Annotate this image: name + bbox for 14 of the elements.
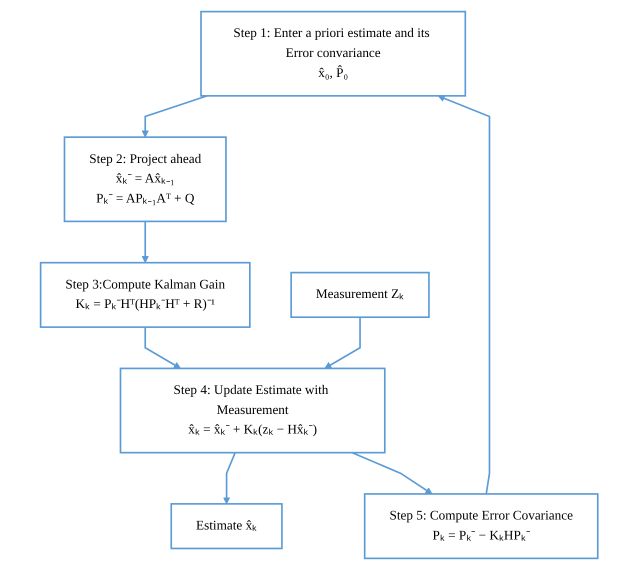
- arrow: [144, 326, 181, 368]
- node-box: Step 1: Enter a priori estimate and its Error convariance x̂₀, P̂₀: [200, 10, 466, 96]
- arrow: [222, 452, 236, 504]
- arrow: [141, 94, 208, 137]
- arrow: [141, 220, 149, 263]
- arrow: [324, 316, 361, 368]
- node-box: Step 4: Update Estimate with Measurement x̂ₖ = x̂ₖ⁻ + Kₖ(zₖ − Hx̂ₖ⁻): [119, 367, 386, 453]
- node-box: Measurement Zₖ: [290, 271, 430, 318]
- node-box: Step 5: Compute Error Covariance Pₖ = Pₖ⁻ − KₖHPₖ⁻: [364, 492, 598, 559]
- arrow: [351, 451, 432, 494]
- node-box: Estimate x̂ₖ: [170, 502, 283, 549]
- node-box: Step 2: Project ahead x̂ₖ⁻ = Ax̂ₖ₋₁ Pₖ⁻ = APₖ₋₁Aᵀ + Q: [63, 136, 227, 222]
- node-box: Step 3:Compute Kalman Gain Kₖ = Pₖ⁻Hᵀ(HPₖ⁻Hᵀ + R)⁻¹: [40, 261, 250, 328]
- arrow: [438, 94, 490, 494]
